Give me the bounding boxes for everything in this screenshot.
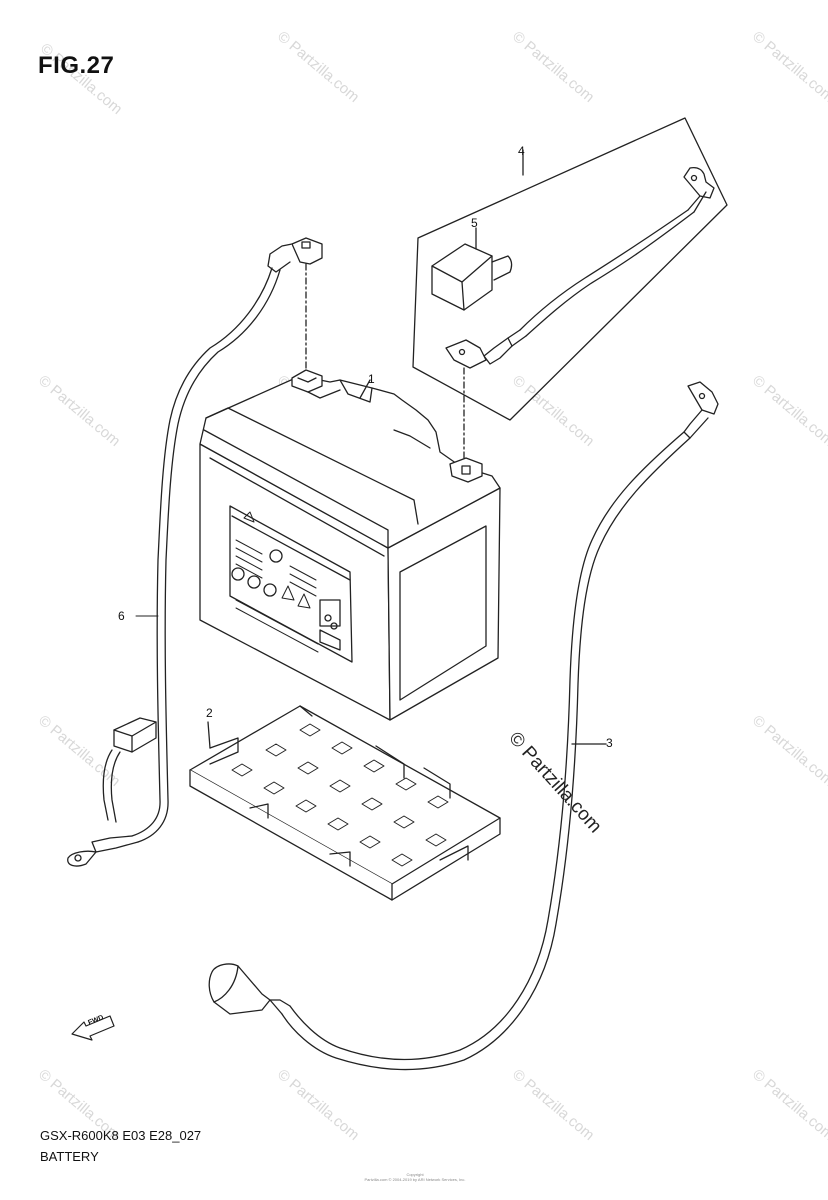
part-5-terminal-cap: [431, 227, 513, 311]
part-1-battery: [199, 369, 501, 721]
part-2-battery-tray: [189, 705, 501, 901]
copyright-fine-print: Copyright Partzilla.com © 2004-2019 by A…: [330, 1172, 500, 1182]
copyright-line-2: Partzilla.com © 2004-2019 by ARI Network…: [364, 1177, 466, 1182]
part-4-kit-box: [412, 117, 728, 421]
battery-warning-label: [229, 505, 353, 663]
model-code: GSX-R600K8 E03 E28_027: [40, 1128, 202, 1143]
callout-1: 1: [368, 372, 375, 386]
part-3-positive-cable: [208, 381, 719, 1071]
figure-title: FIG.27: [38, 52, 115, 79]
fwd-arrow-icon: [71, 1015, 115, 1041]
callout-5: 5: [471, 216, 478, 230]
copyright-line-1: Copyright: [406, 1172, 424, 1177]
section-name: BATTERY: [40, 1149, 99, 1164]
part-6-negative-cable: [67, 237, 323, 867]
callout-3: 3: [606, 736, 613, 750]
callout-4: 4: [518, 144, 525, 158]
callout-6: 6: [118, 609, 125, 623]
callout-2: 2: [206, 706, 213, 720]
part-4-battery-cable: [445, 166, 715, 461]
